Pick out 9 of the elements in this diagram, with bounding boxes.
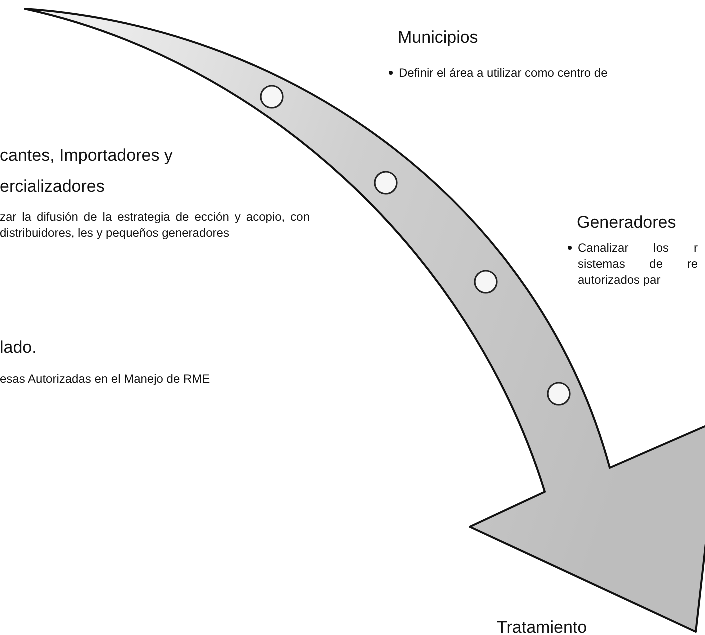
heading: Generadores: [577, 212, 678, 234]
bullet-text: Definir el área a utilizar como centro de: [388, 65, 705, 81]
heading: cantes, Importadores y ercializadores: [0, 145, 174, 198]
bullet-text: esas Autorizadas en el Manejo de RME: [0, 371, 212, 387]
heading: Tratamiento: [497, 617, 588, 635]
heading: Municipios: [398, 27, 480, 49]
bullet-text: Canalizar los r sistemas de re autorizados par: [567, 240, 698, 288]
body-text: zar la difusión de la estrategia de ección y acopio, con distribuidores, les y pequeños generadores: [0, 209, 310, 241]
heading: lado.: [0, 337, 38, 359]
